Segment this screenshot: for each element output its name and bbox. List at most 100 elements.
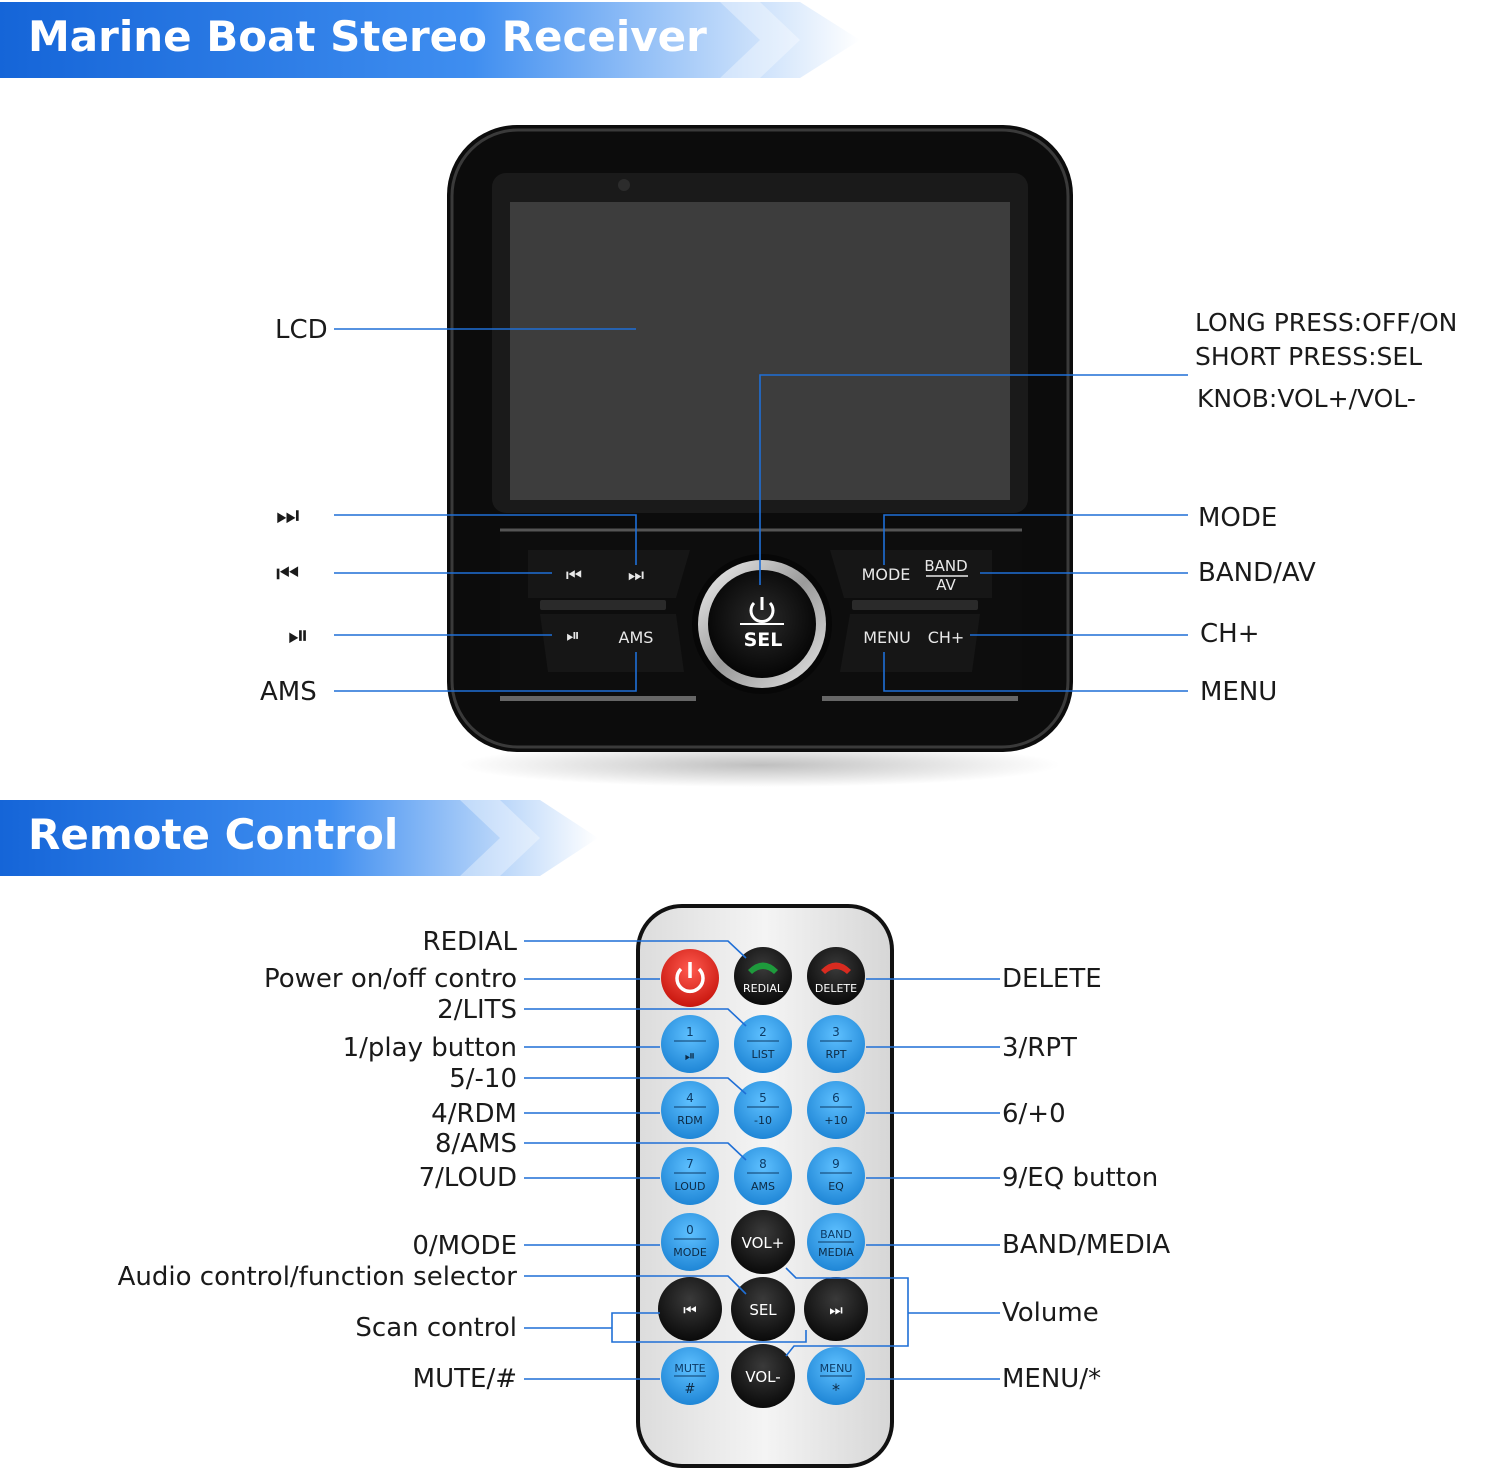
label-rpt: 3/RPT [1002, 1033, 1077, 1063]
label-rdm: 4/RDM [431, 1099, 517, 1129]
banner-remote-title: Remote Control [28, 810, 399, 859]
key4-sub: RDM [677, 1114, 703, 1127]
sensor-dot [618, 179, 630, 191]
keyband-sub: MEDIA [818, 1246, 854, 1259]
label-power: Power on/off contro [263, 964, 517, 994]
label-minus10: 5/-10 [449, 1064, 517, 1094]
stereo-btn-skip-panel[interactable] [528, 550, 690, 598]
stereo-btn-play-panel[interactable] [540, 614, 684, 672]
remote-volup-button[interactable] [731, 1210, 795, 1274]
volup-text: VOL+ [742, 1234, 785, 1252]
key7-sub: LOUD [675, 1180, 706, 1193]
remote-sel-button[interactable] [731, 1277, 795, 1341]
remote-key-1[interactable]: 1 ⏯ [661, 1015, 719, 1073]
label-menu: MENU [1200, 677, 1278, 707]
sel-text: SEL [749, 1301, 777, 1319]
keymute-top: MUTE [674, 1362, 705, 1375]
label-volume: Volume [1002, 1298, 1099, 1328]
label-delete: DELETE [1002, 964, 1102, 994]
remote-key-0[interactable]: 0 MODE [661, 1213, 719, 1271]
remote-redial-button[interactable] [734, 947, 792, 1005]
label-ams: AMS [260, 677, 317, 707]
stereo-next-icon: ⏭ [628, 565, 644, 586]
label-mode: MODE [1198, 503, 1278, 533]
remote-dpad: VOL+ ⏮ ⏭ SEL VOL- [658, 1210, 868, 1408]
keymenu-sub: * [832, 1380, 840, 1399]
key5-num: 5 [759, 1091, 767, 1105]
label-knob: KNOB:VOL+/VOL- [1197, 384, 1416, 413]
remote-redial-text: REDIAL [743, 982, 784, 995]
panel-strip-right [822, 696, 1018, 701]
stereo-shadow [460, 743, 1060, 787]
label-mute: MUTE/# [412, 1364, 517, 1394]
key1-num: 1 [686, 1025, 694, 1039]
remote-key-7[interactable]: 7 LOUD [661, 1147, 719, 1205]
remote-power-icon [675, 962, 705, 994]
remote-key-9[interactable]: 9 EQ [807, 1147, 865, 1205]
remote-key-band[interactable]: BAND MEDIA [807, 1213, 865, 1271]
key5-sub: -10 [754, 1114, 772, 1127]
remote-next-button[interactable] [804, 1277, 868, 1341]
knob-sel-text: SEL [744, 629, 783, 651]
label-play: 1/play button [342, 1033, 517, 1063]
label-scan: Scan control [355, 1313, 517, 1343]
delete-phone-icon [821, 962, 851, 974]
remote-delete-button[interactable] [807, 947, 865, 1005]
remote-voldown-button[interactable] [731, 1344, 795, 1408]
remote-key-6[interactable]: 6 +10 [807, 1081, 865, 1139]
label-lcd: LCD [275, 315, 328, 345]
label-plus0: 6/+0 [1002, 1099, 1066, 1129]
key9-num: 9 [832, 1157, 840, 1171]
label-ams-remote: 8/AMS [434, 1129, 517, 1159]
panel-strip-left [500, 696, 696, 701]
label-next-icon: ⏭ [276, 501, 300, 531]
stereo-play-icon: ⏯ [566, 626, 580, 646]
stereo-band-text: BAND [924, 557, 967, 575]
key2-num: 2 [759, 1025, 767, 1039]
label-band-av: BAND/AV [1198, 558, 1316, 588]
remote-delete-text: DELETE [815, 982, 857, 995]
remote-key-3[interactable]: 3 RPT [807, 1015, 865, 1073]
banner-stereo: Marine Boat Stereo Receiver [0, 2, 870, 78]
usb-slot [540, 600, 666, 610]
key9-sub: EQ [828, 1180, 844, 1193]
stereo-leader-lines [334, 328, 1188, 692]
stereo-btn-menu-panel[interactable] [840, 614, 980, 672]
remote-next-icon: ⏭ [829, 1301, 843, 1319]
remote-key-5[interactable]: 5 -10 [734, 1081, 792, 1139]
remote-prev-button[interactable] [658, 1277, 722, 1341]
stereo-ams-text: AMS [619, 628, 654, 647]
remote-key-mute[interactable]: MUTE # [661, 1347, 719, 1405]
label-lits: 2/LITS [437, 995, 517, 1025]
key7-num: 7 [686, 1157, 694, 1171]
label-loud: 7/LOUD [418, 1163, 517, 1193]
key8-num: 8 [759, 1157, 767, 1171]
stereo-prev-icon: ⏮ [566, 565, 582, 586]
remote-key-2[interactable]: 2 LIST [734, 1015, 792, 1073]
remote-key-menu[interactable]: MENU * [807, 1347, 865, 1405]
knob-power-icon [749, 597, 775, 623]
keyband-top: BAND [820, 1228, 852, 1241]
label-prev-icon: ⏮ [276, 559, 300, 589]
remote-prev-icon: ⏮ [683, 1301, 697, 1319]
label-play-pause-icon: ⏯ [288, 621, 309, 651]
key0-num: 0 [686, 1223, 694, 1237]
remote-key-8[interactable]: 8 AMS [734, 1147, 792, 1205]
keymenu-top: MENU [820, 1362, 853, 1375]
banner-remote: Remote Control [0, 800, 610, 876]
remote-key-4[interactable]: 4 RDM [661, 1081, 719, 1139]
key1-sub: ⏯ [685, 1049, 695, 1064]
stereo-mode-text: MODE [862, 565, 911, 584]
key0-sub: MODE [673, 1246, 707, 1259]
label-menu-remote: MENU/* [1002, 1364, 1102, 1394]
keymute-sub: # [685, 1382, 696, 1397]
remote-control: REDIAL DELETE 1 ⏯ 2 LIST 3 RPT 4 RDM [636, 904, 894, 1468]
stereo-btn-mode-panel[interactable] [830, 550, 992, 598]
key3-num: 3 [832, 1025, 840, 1039]
banner-remote-bg [0, 800, 598, 876]
label-short-press: SHORT PRESS:SEL [1195, 342, 1423, 371]
key8-sub: AMS [751, 1180, 775, 1193]
key6-sub: +10 [824, 1114, 847, 1127]
stereo-chplus-text: CH+ [928, 628, 965, 647]
